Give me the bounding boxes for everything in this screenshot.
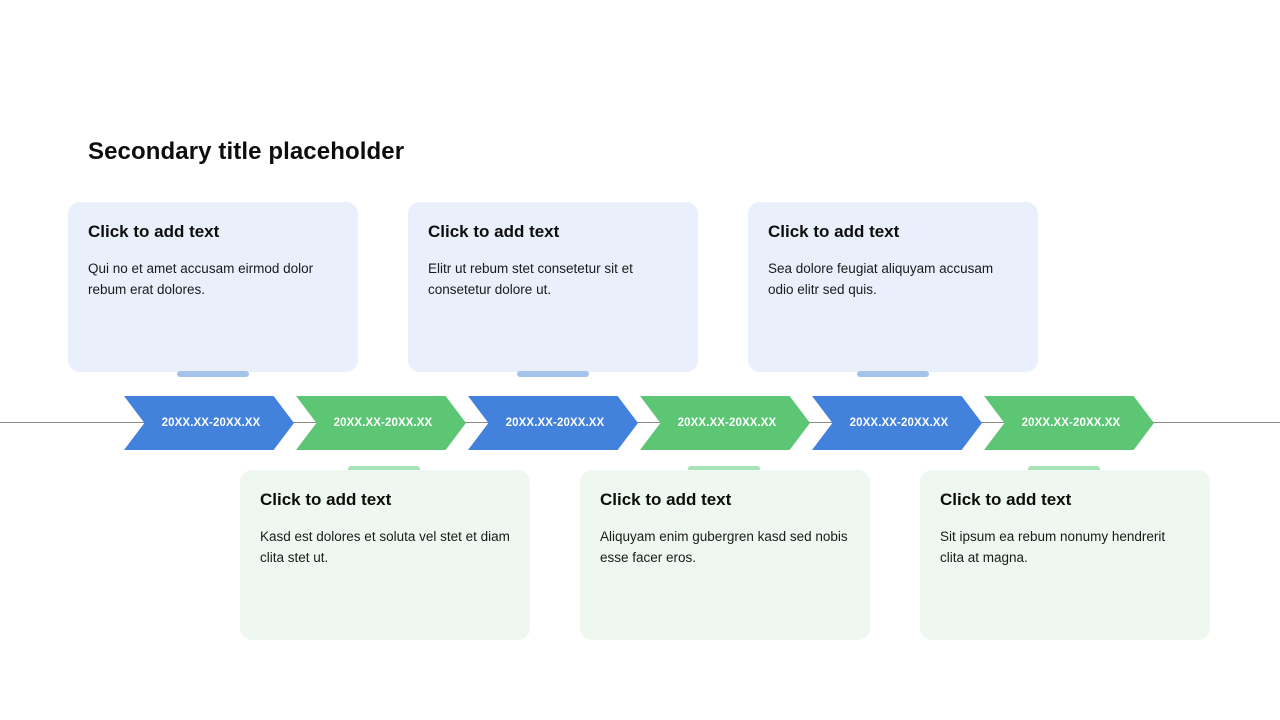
- top-connector-stem-2: [517, 371, 589, 377]
- top-connector-stem-1: [177, 371, 249, 377]
- top-card-1[interactable]: Click to add text Qui no et amet accusam…: [68, 202, 358, 372]
- page-title: Secondary title placeholder: [88, 138, 405, 165]
- bottom-card-3[interactable]: Click to add text Sit ipsum ea rebum non…: [920, 470, 1210, 640]
- top-card-1-title: Click to add text: [88, 222, 220, 241]
- timeline-chevron-2-label: 20XX.XX-20XX.XX: [333, 417, 433, 429]
- bottom-connector-stem-3: [1028, 466, 1100, 472]
- top-card-3[interactable]: Click to add text Sea dolore feugiat ali…: [748, 202, 1038, 372]
- top-card-2[interactable]: Click to add text Elitr ut rebum stet co…: [408, 202, 698, 372]
- top-connector-stem-3: [857, 371, 929, 377]
- timeline-chevron-3-label: 20XX.XX-20XX.XX: [505, 417, 605, 429]
- timeline-chevron-row: 20XX.XX-20XX.XX 20XX.XX-20XX.XX 20XX.XX-…: [124, 396, 1156, 450]
- bottom-card-1-body: Kasd est dolores et soluta vel stet et d…: [260, 529, 510, 565]
- timeline-chevron-6[interactable]: 20XX.XX-20XX.XX: [984, 396, 1154, 450]
- top-card-3-body: Sea dolore feugiat aliquyam accusam odio…: [768, 261, 994, 297]
- top-card-3-title: Click to add text: [768, 222, 900, 241]
- timeline-chevron-5-label: 20XX.XX-20XX.XX: [849, 417, 949, 429]
- bottom-connector-stem-2: [688, 466, 760, 472]
- timeline-chevron-1[interactable]: 20XX.XX-20XX.XX: [124, 396, 294, 450]
- bottom-card-3-title: Click to add text: [940, 490, 1072, 509]
- bottom-card-3-body: Sit ipsum ea rebum nonumy hendrerit clit…: [940, 529, 1166, 565]
- timeline-chevron-2[interactable]: 20XX.XX-20XX.XX: [296, 396, 466, 450]
- bottom-card-1[interactable]: Click to add text Kasd est dolores et so…: [240, 470, 530, 640]
- bottom-card-2-title: Click to add text: [600, 490, 732, 509]
- top-card-2-body: Elitr ut rebum stet consetetur sit et co…: [428, 261, 633, 297]
- bottom-card-2-body: Aliquyam enim gubergren kasd sed nobis e…: [600, 529, 848, 565]
- top-card-2-title: Click to add text: [428, 222, 560, 241]
- timeline-chevron-5[interactable]: 20XX.XX-20XX.XX: [812, 396, 982, 450]
- bottom-connector-stem-1: [348, 466, 420, 472]
- timeline-chevron-6-label: 20XX.XX-20XX.XX: [1021, 417, 1121, 429]
- bottom-card-1-title: Click to add text: [260, 490, 392, 509]
- bottom-card-2[interactable]: Click to add text Aliquyam enim gubergre…: [580, 470, 870, 640]
- timeline-chevron-4-label: 20XX.XX-20XX.XX: [677, 417, 777, 429]
- timeline-chevron-3[interactable]: 20XX.XX-20XX.XX: [468, 396, 638, 450]
- timeline-chevron-4[interactable]: 20XX.XX-20XX.XX: [640, 396, 810, 450]
- top-card-1-body: Qui no et amet accusam eirmod dolor rebu…: [88, 261, 314, 297]
- timeline-baseline: [0, 422, 1280, 423]
- timeline-chevron-1-label: 20XX.XX-20XX.XX: [161, 417, 261, 429]
